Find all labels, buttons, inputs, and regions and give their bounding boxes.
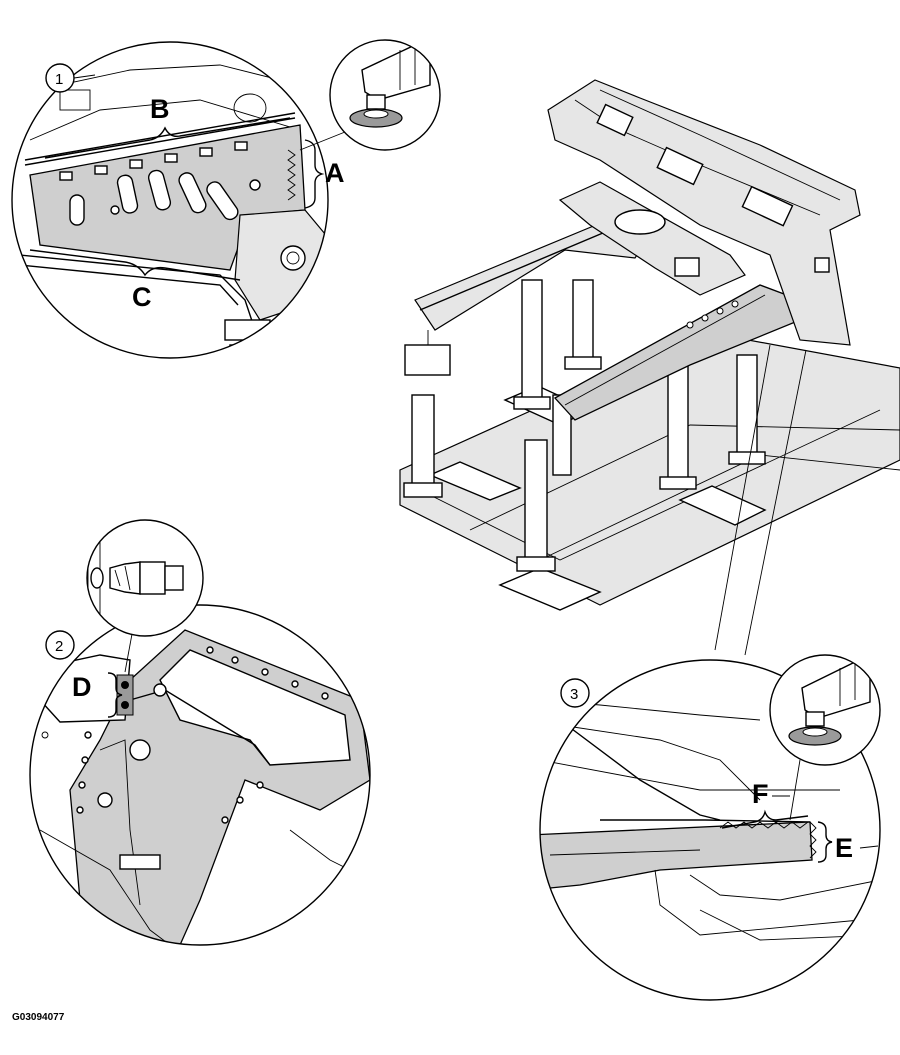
callout-3: 3 — [570, 686, 578, 703]
spot-weld-tool-icon — [769, 654, 881, 766]
support-posts — [403, 279, 766, 572]
label-f: F — [752, 779, 769, 809]
callout-1: 1 — [55, 71, 63, 88]
label-b: B — [150, 94, 170, 124]
label-e: E — [835, 833, 853, 863]
detail-1: B C A 1 — [11, 39, 441, 359]
label-a: A — [325, 158, 345, 188]
callout-2-badge — [45, 630, 75, 660]
callout-3-badge — [560, 678, 590, 708]
vehicle-frame-on-jig — [399, 79, 900, 611]
leader-line — [744, 349, 807, 656]
spot-weld-tool-icon — [329, 39, 441, 151]
detail-2: D 2 — [29, 519, 371, 946]
drill-tool-icon — [86, 519, 204, 637]
detail-3: F E 3 — [539, 654, 881, 1001]
label-d: D — [72, 672, 92, 702]
callout-2: 2 — [55, 638, 63, 655]
figure-code: G03094077 — [12, 1012, 65, 1023]
label-c: C — [132, 282, 152, 312]
